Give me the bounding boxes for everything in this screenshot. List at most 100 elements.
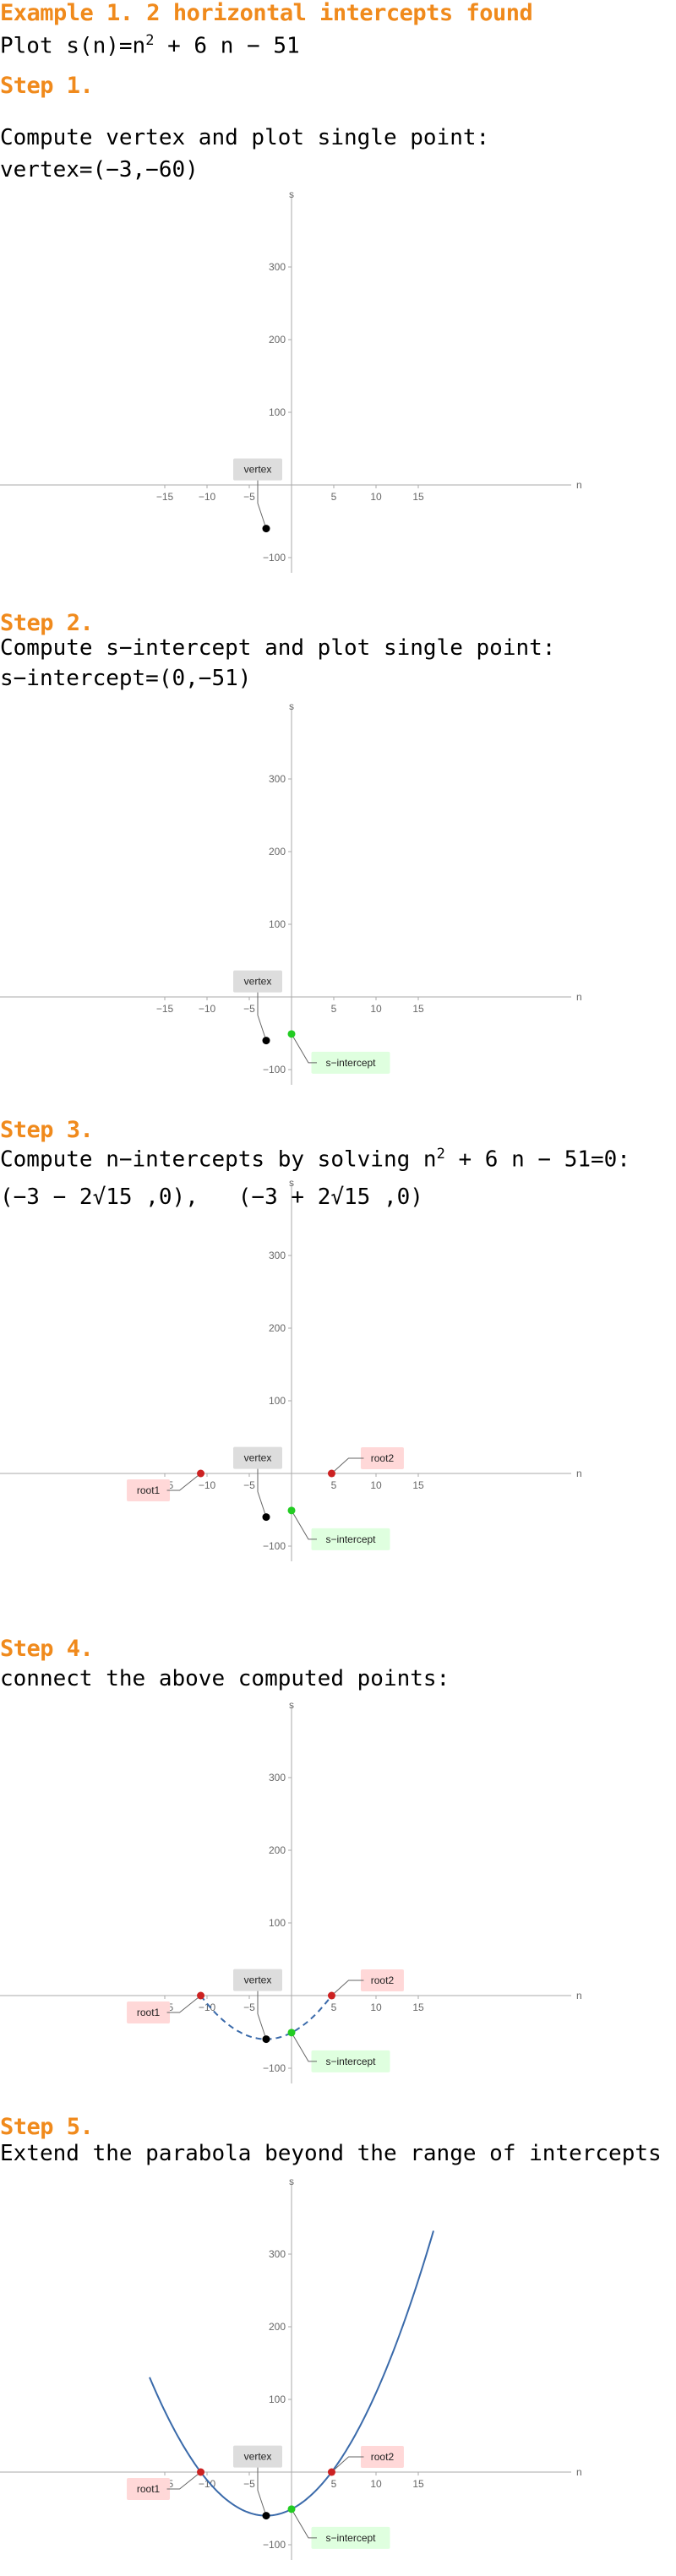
s-intercept-label: s−intercept <box>325 1057 376 1069</box>
x-axis-label: n <box>576 2466 582 2478</box>
s-intercept-label-box <box>311 2050 390 2072</box>
root1-expression: (−3 − 2√15 ,0), <box>0 1185 199 1210</box>
x-axis-label: n <box>576 1990 582 2001</box>
y-tick-label: 300 <box>269 261 286 273</box>
y-tick-label: 300 <box>269 2248 286 2260</box>
vertex-label-box <box>233 1969 282 1991</box>
vertex-label-box <box>233 458 282 481</box>
vertex-point <box>262 2512 270 2520</box>
s-intercept-point <box>287 1030 296 1038</box>
plot-prefix: Plot s(n)= <box>0 33 133 59</box>
vertex-label-box <box>233 1446 282 1469</box>
root1-label: root1 <box>137 1484 161 1496</box>
y-tick-label: 200 <box>269 334 286 346</box>
vertex-leader <box>257 1991 267 2040</box>
vertex-label: vertex <box>244 1974 272 1986</box>
root1-leader <box>166 1995 201 2013</box>
step4-text: connect the above computed points: <box>0 1666 450 1691</box>
step1-result: vertex=(−3,−60) <box>0 157 199 182</box>
x-axis-label: n <box>576 1468 582 1479</box>
s-intercept-leader <box>291 2032 317 2062</box>
step4-title: Step 4. <box>0 1636 94 1662</box>
y-tick-label: 200 <box>269 846 286 858</box>
step5-title: Step 5. <box>0 2114 94 2140</box>
y-axis-label: s <box>289 2176 294 2187</box>
x-tick-label: 10 <box>370 2478 382 2490</box>
y-tick-label: −100 <box>263 1064 286 1076</box>
root1-label: root1 <box>137 2007 161 2018</box>
x-tick-label: 5 <box>331 2001 337 2013</box>
x-tick-label: 5 <box>331 1479 337 1491</box>
fn-rest: + 6 n − 51 <box>167 33 300 59</box>
vertex-point <box>262 1513 270 1522</box>
root1-label-box <box>127 2478 171 2500</box>
step2-result: s−intercept=(0,−51) <box>0 666 252 691</box>
x-tick-label: 5 <box>331 491 337 503</box>
root1-point <box>197 2468 205 2476</box>
y-tick-label: 100 <box>269 918 286 930</box>
y-tick-label: 100 <box>269 406 286 418</box>
y-tick-label: −100 <box>263 552 286 564</box>
y-tick-label: −100 <box>263 2539 286 2551</box>
root2-label: root2 <box>371 2451 395 2463</box>
step3-exponent: 2 <box>436 1146 445 1163</box>
y-tick-label: 300 <box>269 773 286 785</box>
root1-point <box>197 1991 205 2000</box>
y-tick-label: −100 <box>263 2062 286 2074</box>
y-axis-label: s <box>289 1700 294 1711</box>
root2-point <box>327 1469 335 1478</box>
x-tick-label: 5 <box>331 1003 337 1015</box>
x-tick-label: −15 <box>156 491 174 503</box>
x-tick-label: −10 <box>199 2478 216 2490</box>
vertex-label-box <box>233 970 282 993</box>
s-intercept-leader <box>291 1033 317 1064</box>
s-intercept-label-box <box>311 1051 390 1074</box>
vertex-label: vertex <box>244 976 272 988</box>
step5-text: Extend the parabola beyond the range of … <box>0 2141 662 2166</box>
x-tick-label: 10 <box>370 1479 382 1491</box>
step3-title: Step 3. <box>0 1117 94 1143</box>
root1-leader <box>166 1473 201 1491</box>
root2-point <box>327 1991 335 2000</box>
parabola-curve <box>199 1995 333 2040</box>
x-tick-label: 15 <box>412 2001 424 2013</box>
function-line: Plot s(n)=n2 + 6 n − 51 <box>0 32 300 59</box>
root1-label: root1 <box>137 2483 161 2495</box>
root1-label-box <box>127 2001 171 2023</box>
s-intercept-label: s−intercept <box>325 2056 376 2067</box>
root2-label-box <box>360 1969 404 1991</box>
x-tick-label: −10 <box>199 1479 216 1491</box>
root1-point <box>197 1469 205 1478</box>
x-tick-label: −10 <box>199 1003 216 1015</box>
example-title: Example 1. 2 horizontal intercepts found <box>0 0 533 26</box>
x-tick-label: 10 <box>370 491 382 503</box>
x-tick-label: 15 <box>412 1479 424 1491</box>
vertex-point <box>262 525 270 533</box>
step1-text: Compute vertex and plot single point: <box>0 125 490 150</box>
y-tick-label: 200 <box>269 1322 286 1334</box>
root2-leader <box>331 2456 364 2473</box>
s-intercept-label-box <box>311 2526 390 2549</box>
x-axis-label: n <box>576 479 582 491</box>
step2-title: Step 2. <box>0 610 94 636</box>
x-tick-label: −10 <box>199 2001 216 2013</box>
vertex-label: vertex <box>244 1452 272 1464</box>
fn-exponent: 2 <box>145 32 155 49</box>
s-intercept-point <box>287 1506 296 1515</box>
plot-step5: ns−15−10−551015−100100200300vertexs−inte… <box>0 2176 582 2560</box>
y-tick-label: 200 <box>269 2321 286 2333</box>
vertex-leader <box>257 1468 267 1517</box>
s-intercept-point <box>287 2505 296 2513</box>
y-tick-label: 100 <box>269 1395 286 1407</box>
vertex-point <box>262 2035 270 2044</box>
s-intercept-label-box <box>311 1528 390 1550</box>
x-tick-label: −10 <box>199 491 216 503</box>
y-tick-label: 200 <box>269 1844 286 1856</box>
y-tick-label: 300 <box>269 1250 286 1261</box>
x-tick-label: −5 <box>243 1003 255 1015</box>
x-tick-label: 15 <box>412 2478 424 2490</box>
step1-title: Step 1. <box>0 73 94 99</box>
vertex-leader <box>257 480 267 529</box>
